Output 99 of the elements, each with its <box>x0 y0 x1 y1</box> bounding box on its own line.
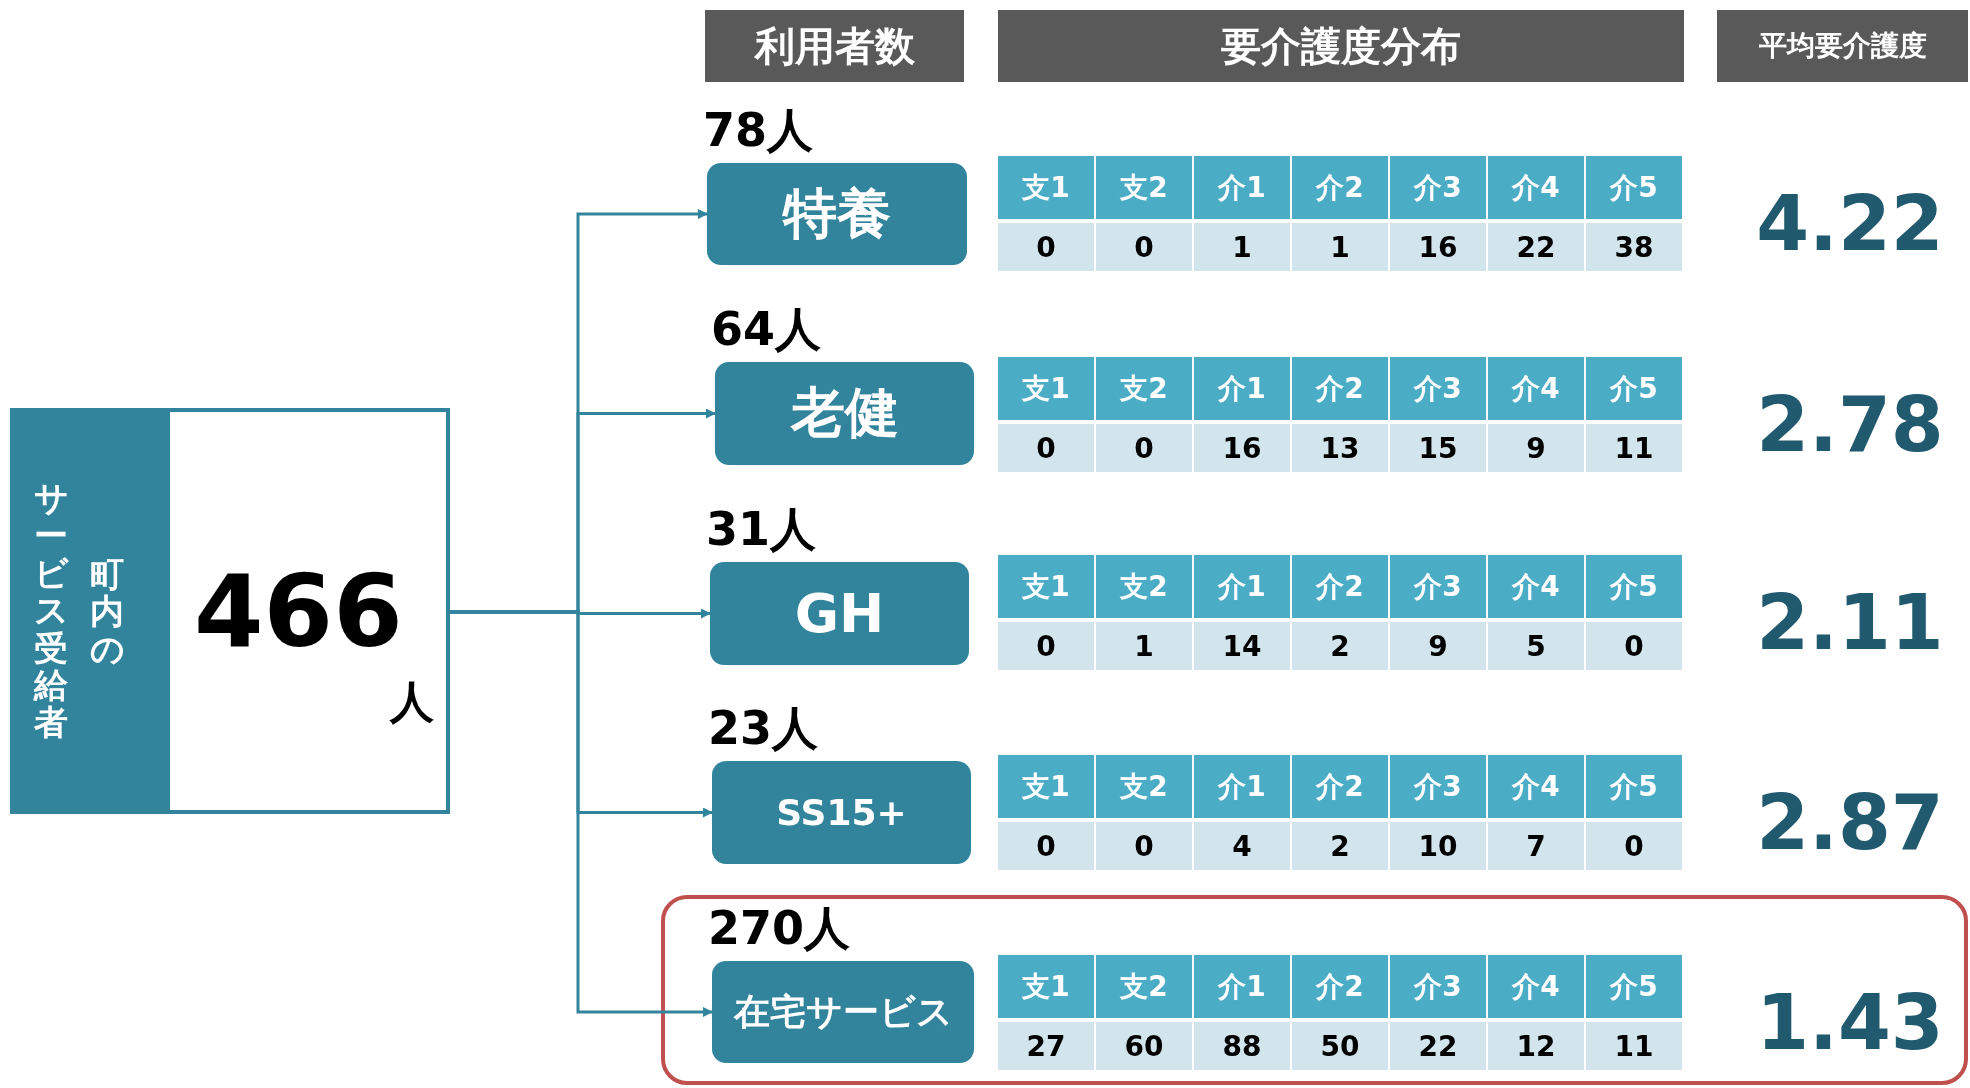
table-header-cell: 介4 <box>1488 156 1584 219</box>
table-header-cell: 介4 <box>1488 555 1584 618</box>
table-header-cell: 介1 <box>1194 955 1290 1018</box>
table-cell: 22 <box>1488 223 1584 271</box>
column-header: 利用者数 <box>705 10 964 82</box>
average-value: 4.22 <box>1755 186 1945 262</box>
average-value: 2.87 <box>1755 785 1945 861</box>
table-cell: 15 <box>1390 424 1486 472</box>
table-cell: 0 <box>998 223 1094 271</box>
table-header-cell: 介3 <box>1390 357 1486 420</box>
table-cell: 9 <box>1488 424 1584 472</box>
table-header-cell: 介3 <box>1390 755 1486 818</box>
table-cell: 60 <box>1096 1022 1192 1070</box>
table-cell: 0 <box>1586 822 1682 870</box>
table-cell: 88 <box>1194 1022 1290 1070</box>
unit-text: 人 <box>390 680 434 724</box>
table-header-cell: 介5 <box>1586 755 1682 818</box>
table-cell: 4 <box>1194 822 1290 870</box>
user-count: 23人 <box>708 705 818 751</box>
table-header-cell: 介3 <box>1390 555 1486 618</box>
user-count: 31人 <box>706 506 816 552</box>
total-box <box>10 408 450 814</box>
table-header-cell: 支2 <box>1096 755 1192 818</box>
table-cell: 1 <box>1292 223 1388 271</box>
table-cell: 2 <box>1292 822 1388 870</box>
table-cell: 7 <box>1488 822 1584 870</box>
table-header-cell: 介2 <box>1292 555 1388 618</box>
table-header-cell: 介4 <box>1488 955 1584 1018</box>
table-header-cell: 支1 <box>998 357 1094 420</box>
vertical-text: サービス受給者 <box>34 480 68 742</box>
table-cell: 0 <box>1096 822 1192 870</box>
table-header-cell: 介1 <box>1194 156 1290 219</box>
category-box <box>715 362 974 465</box>
table-header-cell: 介2 <box>1292 156 1388 219</box>
table-header-cell: 介5 <box>1586 555 1682 618</box>
table-cell: 12 <box>1488 1022 1584 1070</box>
table-header-cell: 介5 <box>1586 955 1682 1018</box>
category-label: 在宅サービス <box>733 989 953 1034</box>
category-label: SS15+ <box>776 792 907 833</box>
table-header-cell: 介5 <box>1586 156 1682 219</box>
table-header-cell: 支1 <box>998 555 1094 618</box>
table-header-cell: 介2 <box>1292 955 1388 1018</box>
table-cell: 1 <box>1096 622 1192 670</box>
table-cell: 1 <box>1194 223 1290 271</box>
table-cell: 13 <box>1292 424 1388 472</box>
table-cell: 0 <box>998 622 1094 670</box>
average-value: 2.11 <box>1755 585 1945 661</box>
column-header: 要介護度分布 <box>998 10 1684 82</box>
table-header-cell: 介1 <box>1194 357 1290 420</box>
table-header-cell: 支2 <box>1096 156 1192 219</box>
table-cell: 0 <box>1096 223 1192 271</box>
user-count: 64人 <box>711 306 821 352</box>
table-cell: 9 <box>1390 622 1486 670</box>
table-header-cell: 介1 <box>1194 755 1290 818</box>
table-cell: 16 <box>1194 424 1290 472</box>
category-box <box>712 961 974 1063</box>
table-cell: 5 <box>1488 622 1584 670</box>
user-count: 270人 <box>708 905 851 951</box>
total-number: 466 <box>194 562 403 662</box>
table-cell: 0 <box>1586 622 1682 670</box>
table-header-cell: 支1 <box>998 755 1094 818</box>
table-header-cell: 介4 <box>1488 357 1584 420</box>
table-cell: 38 <box>1586 223 1682 271</box>
user-count: 78人 <box>703 107 813 153</box>
table-header-cell: 介3 <box>1390 156 1486 219</box>
vertical-text: 町内の <box>90 556 124 669</box>
table-cell: 0 <box>1096 424 1192 472</box>
table-header-cell: 支1 <box>998 955 1094 1018</box>
table-cell: 11 <box>1586 1022 1682 1070</box>
category-label: 特養 <box>783 180 891 247</box>
table-header-cell: 介2 <box>1292 755 1388 818</box>
table-cell: 14 <box>1194 622 1290 670</box>
table-cell: 0 <box>998 822 1094 870</box>
table-header-cell: 支1 <box>998 156 1094 219</box>
table-cell: 50 <box>1292 1022 1388 1070</box>
table-cell: 0 <box>998 424 1094 472</box>
table-header-cell: 介4 <box>1488 755 1584 818</box>
table-cell: 10 <box>1390 822 1486 870</box>
table-cell: 11 <box>1586 424 1682 472</box>
table-header-cell: 介2 <box>1292 357 1388 420</box>
table-cell: 16 <box>1390 223 1486 271</box>
arrow <box>450 610 713 1017</box>
table-header-cell: 支2 <box>1096 955 1192 1018</box>
table-header-cell: 介3 <box>1390 955 1486 1018</box>
table-header-cell: 介5 <box>1586 357 1682 420</box>
category-box <box>712 761 971 864</box>
table-header-cell: 介1 <box>1194 555 1290 618</box>
average-value: 2.78 <box>1755 387 1945 463</box>
column-header: 平均要介護度 <box>1717 10 1968 82</box>
category-box <box>707 163 967 265</box>
category-label: GH <box>794 582 885 645</box>
table-cell: 22 <box>1390 1022 1486 1070</box>
average-value: 1.43 <box>1755 985 1945 1061</box>
table-cell: 2 <box>1292 622 1388 670</box>
table-header-cell: 支2 <box>1096 357 1192 420</box>
category-box <box>710 562 969 665</box>
category-label: 老健 <box>790 380 899 446</box>
table-cell: 27 <box>998 1022 1094 1070</box>
table-header-cell: 支2 <box>1096 555 1192 618</box>
